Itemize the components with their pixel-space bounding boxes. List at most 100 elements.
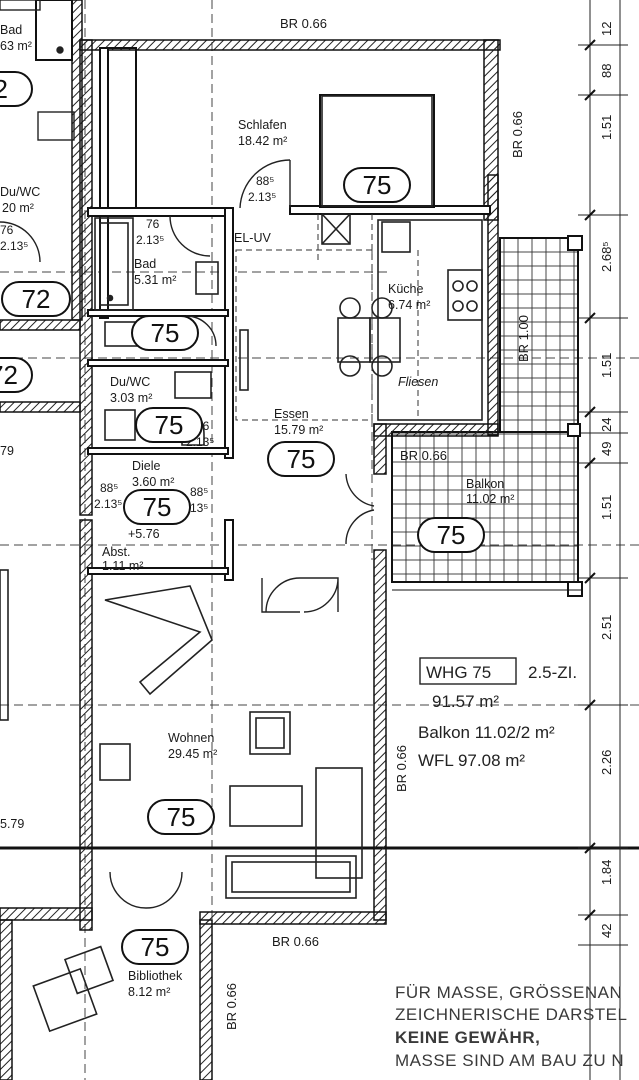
room-diele-area: 3.60 m² — [132, 475, 174, 489]
badge-wohnen: 75 — [147, 799, 215, 835]
room-essen-name: Essen — [274, 407, 309, 421]
disclaimer-stamp: FÜR MASSE, GRÖSSENAN ZEICHNERISCHE DARST… — [395, 983, 627, 1070]
svg-text:72: 72 — [0, 74, 8, 104]
room-bad-name: Bad — [134, 257, 156, 271]
stamp-line-4: MASSE SIND AM BAU ZU N — [395, 1051, 624, 1070]
br-wohnen: BR 0.66 — [394, 745, 409, 792]
interior-walls — [35, 0, 491, 581]
dim-24: 24 — [599, 418, 614, 432]
room-left-duwc-area: 20 m² — [2, 201, 34, 215]
room-schlafen-area: 18.42 m² — [238, 134, 287, 148]
dimension-ticks — [584, 39, 596, 921]
badge-left-72-low: 72 — [0, 357, 33, 393]
dim-226: 2.26 — [599, 750, 614, 775]
opening-diele-left-a: 88⁵ — [100, 481, 118, 495]
dim-251: 2.51 — [599, 615, 614, 640]
dim-12-top: 12 — [599, 22, 614, 36]
room-bibliothek-area: 8.12 m² — [128, 985, 170, 999]
dimension-column — [578, 0, 628, 1080]
br-right-top: BR 0.66 — [510, 111, 525, 158]
opening-diele-right-a: 88⁵ — [190, 485, 208, 499]
opening-schlafen-a: 88⁵ — [256, 174, 274, 188]
info-whg: WHG 75 — [426, 663, 491, 682]
room-balkon-area: 11.02 m² — [466, 492, 514, 506]
room-left-bad-name: Bad — [0, 23, 22, 37]
br-top: BR 0.66 — [280, 16, 327, 31]
room-wohnen-name: Wohnen — [168, 731, 214, 745]
stamp-line-2: ZEICHNERISCHE DARSTEL — [395, 1005, 627, 1024]
svg-text:75: 75 — [143, 492, 172, 522]
dim-268: 2.68⁵ — [599, 241, 614, 272]
room-left-duwc-name: Du/WC — [0, 185, 40, 199]
walls — [0, 0, 501, 1080]
dashed-hints — [235, 214, 419, 421]
dim-184: 1.84 — [599, 860, 614, 885]
badge-bibliothek: 75 — [121, 929, 189, 965]
stamp-line-1: FÜR MASSE, GRÖSSENAN — [395, 983, 622, 1002]
svg-text:75: 75 — [167, 802, 196, 832]
room-duwc-area: 3.03 m² — [110, 391, 152, 405]
opening-diele-left-b: 2.13⁵ — [94, 497, 122, 511]
dim-151-b: 1.51 — [599, 353, 614, 378]
unit-info: WHG 75 2.5-ZI. 91.57 m² Balkon 11.02/2 m… — [418, 657, 577, 770]
badge-bad: 75 — [131, 315, 199, 351]
br-bottom: BR 0.66 — [272, 934, 319, 949]
opening-schlafen-b: 2.13⁵ — [248, 190, 276, 204]
level-label: +5.76 — [128, 527, 160, 541]
dim-42: 42 — [599, 924, 614, 938]
room-kueche-area: 6.74 m² — [388, 298, 430, 312]
room-balkon-name: Balkon — [466, 477, 504, 491]
badge-schlafen: 75 — [343, 167, 411, 203]
el-uv-label: EL-UV — [234, 231, 271, 245]
svg-text:75: 75 — [141, 932, 170, 962]
stamp-line-3: KEINE GEWÄHR, — [395, 1028, 540, 1047]
info-wfl: WFL 97.08 m² — [418, 751, 525, 770]
furniture — [0, 95, 483, 1033]
opening-bad-b: 2.13⁵ — [136, 233, 164, 247]
badge-duwc: 75 — [135, 407, 203, 443]
fliesen-label: Fliesen — [398, 375, 438, 389]
badge-essen: 75 — [267, 441, 335, 477]
svg-text:72: 72 — [0, 360, 18, 390]
room-essen-area: 15.79 m² — [274, 423, 323, 437]
badge-left-72-mid: 72 — [1, 281, 71, 317]
dim-151-c: 1.51 — [599, 495, 614, 520]
left-79-label: 79 — [0, 444, 14, 458]
neighbour-units — [0, 0, 75, 141]
svg-text:75: 75 — [287, 444, 316, 474]
room-left-bad-area: 63 m² — [0, 39, 32, 53]
svg-text:75: 75 — [151, 318, 180, 348]
opening-bad-a: 76 — [146, 217, 160, 231]
info-area: 91.57 m² — [432, 692, 499, 711]
br-balcony: BR 0.66 — [400, 448, 447, 463]
info-zi: 2.5-ZI. — [528, 663, 577, 682]
left-579-label: 5.79 — [0, 817, 24, 831]
info-balkon: Balkon 11.02/2 m² — [418, 723, 555, 742]
room-diele-name: Diele — [132, 459, 161, 473]
badge-balkon: 75 — [417, 517, 485, 553]
svg-text:75: 75 — [437, 520, 466, 550]
room-kueche-name: Küche — [388, 282, 423, 296]
dim-49: 49 — [599, 442, 614, 456]
door-swings — [0, 159, 375, 909]
svg-text:75: 75 — [155, 410, 184, 440]
svg-text:75: 75 — [363, 170, 392, 200]
balcony — [391, 235, 583, 597]
opening-left-a: 76 — [0, 223, 14, 237]
room-wohnen-area: 29.45 m² — [168, 747, 217, 761]
room-bad-area: 5.31 m² — [134, 273, 176, 287]
room-abst-area: 1.11 m² — [102, 559, 143, 573]
badge-left-72-top: 72 — [0, 71, 33, 107]
dim-151-a: 1.51 — [599, 115, 614, 140]
room-bibliothek-name: Bibliothek — [128, 969, 183, 983]
br-bibliothek: BR 0.66 — [224, 983, 239, 1030]
br-balcony-side: BR 1.00 — [516, 315, 531, 362]
room-abst-name: Abst. — [102, 545, 131, 559]
dim-88: 88 — [599, 64, 614, 78]
room-duwc-name: Du/WC — [110, 375, 150, 389]
opening-left-b: 2.13⁵ — [0, 239, 28, 253]
svg-text:72: 72 — [22, 284, 51, 314]
badge-diele: 75 — [123, 489, 191, 525]
room-schlafen-name: Schlafen — [238, 118, 287, 132]
